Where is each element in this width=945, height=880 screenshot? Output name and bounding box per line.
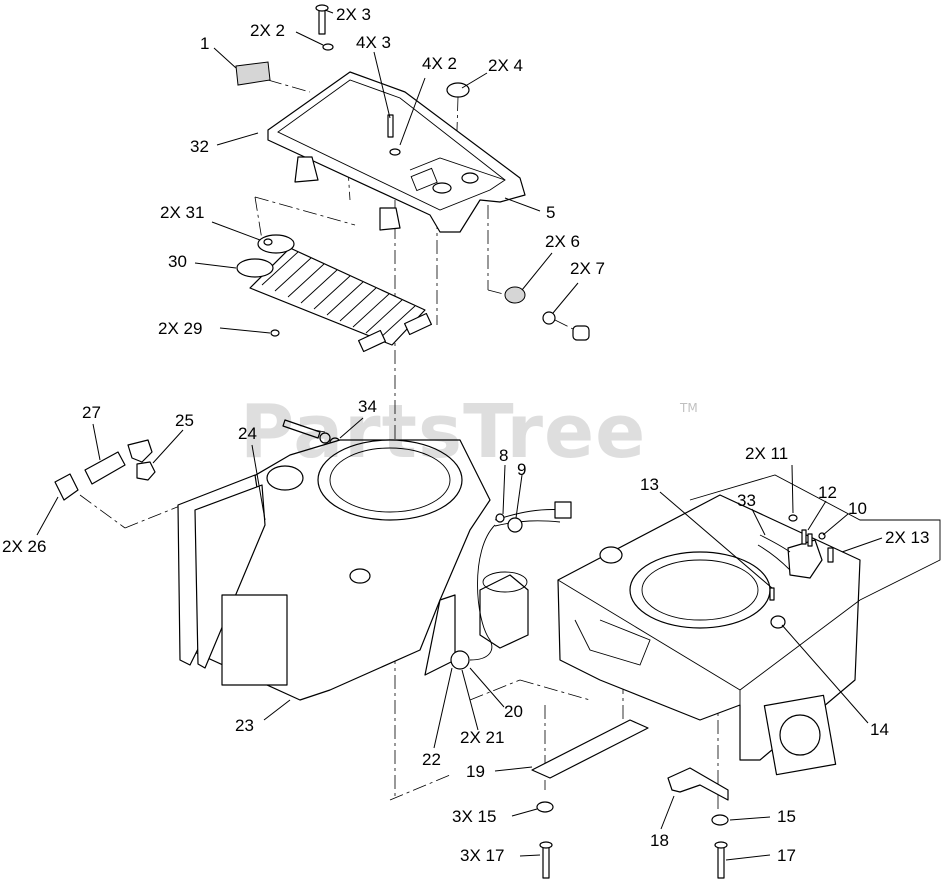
callout-4x2: 4X 2 xyxy=(422,54,457,73)
callout-27: 27 xyxy=(82,403,101,422)
callout-25: 25 xyxy=(175,411,194,430)
callout-1: 1 xyxy=(200,34,210,53)
watermark-brand: PartsTree xyxy=(240,389,647,475)
oil-fittings xyxy=(54,439,156,501)
callout-2x11: 2X 11 xyxy=(745,444,789,463)
callout-2x13: 2X 13 xyxy=(885,528,930,547)
decal-part-1 xyxy=(235,61,271,86)
callout-18: 18 xyxy=(650,831,669,850)
callout-13: 13 xyxy=(640,475,659,494)
callout-2x26: 2X 26 xyxy=(2,537,47,556)
callout-32: 32 xyxy=(190,137,209,156)
callout-20: 20 xyxy=(504,702,523,721)
hose-end xyxy=(572,325,590,341)
callout-24: 24 xyxy=(238,424,257,443)
callout-23: 23 xyxy=(235,716,254,735)
grommet-part-6 xyxy=(504,286,526,304)
bracket-part-18 xyxy=(667,767,729,801)
callout-2x3: 2X 3 xyxy=(336,5,371,24)
screw-part-13 xyxy=(769,587,775,601)
callout-30: 30 xyxy=(168,252,187,271)
callout-8: 8 xyxy=(499,446,509,465)
callout-2x21: 2X 21 xyxy=(460,728,505,747)
callout-33: 33 xyxy=(737,491,756,510)
callout-2x31: 2X 31 xyxy=(160,203,205,222)
nut-part-29 xyxy=(270,329,280,337)
hardware-bottom xyxy=(536,801,729,879)
grommet-part-14 xyxy=(770,615,786,629)
callout-10: 10 xyxy=(848,499,867,518)
callout-34: 34 xyxy=(358,397,377,416)
callout-3x15: 3X 15 xyxy=(452,807,497,826)
callout-12: 12 xyxy=(818,483,837,502)
leader-lines xyxy=(36,9,883,861)
plate-part-19 xyxy=(531,719,649,779)
callout-2x2: 2X 2 xyxy=(250,21,285,40)
callout-2x4: 2X 4 xyxy=(488,56,523,75)
wiring-part-8-9 xyxy=(469,501,572,661)
callout-2x6: 2X 6 xyxy=(545,232,580,251)
plug-cap-part-4 xyxy=(446,82,470,98)
clamp-part-7 xyxy=(542,311,556,325)
screws-washers-top xyxy=(315,4,401,156)
callout-15: 15 xyxy=(777,807,796,826)
callout-14: 14 xyxy=(870,720,889,739)
callout-5: 5 xyxy=(546,203,556,222)
watermark-trademark: TM xyxy=(680,401,698,415)
callout-19: 19 xyxy=(466,762,485,781)
callout-22: 22 xyxy=(422,750,441,769)
callout-3x17: 3X 17 xyxy=(460,846,505,865)
callout-9: 9 xyxy=(517,460,527,479)
callout-2x29: 2X 29 xyxy=(158,319,203,338)
clip-part-31 xyxy=(263,238,273,246)
engine-part-23 xyxy=(177,439,529,701)
mower-frame xyxy=(557,474,941,776)
oil-cooler-part-30 xyxy=(236,234,433,353)
callout-17: 17 xyxy=(777,846,796,865)
callout-4x3: 4X 3 xyxy=(356,33,391,52)
callout-2x7: 2X 7 xyxy=(570,259,605,278)
